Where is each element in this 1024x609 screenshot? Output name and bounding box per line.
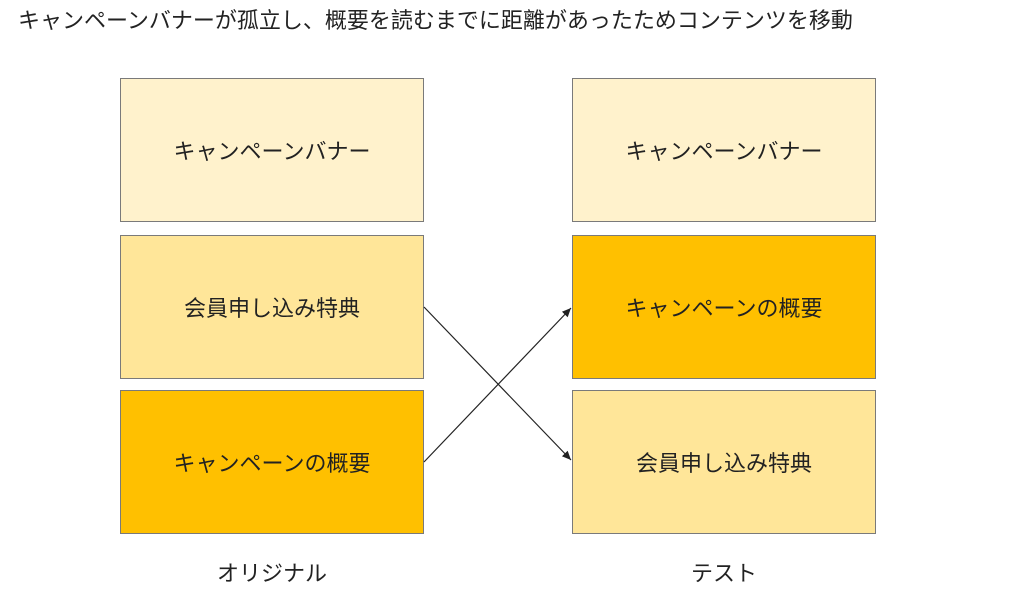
box-label: 会員申し込み特典: [183, 297, 360, 322]
original-box-campaign-banner: キャンペーンバナー: [120, 78, 424, 222]
box-label: キャンペーンバナー: [173, 140, 371, 165]
test-box-campaign-overview: キャンペーンの概要: [572, 235, 876, 379]
box-label: キャンペーンの概要: [173, 452, 371, 477]
test-box-member-benefits: 会員申し込み特典: [572, 390, 876, 534]
test-box-campaign-banner: キャンペーンバナー: [572, 78, 876, 222]
box-label: キャンペーンの概要: [625, 297, 823, 322]
arrow-overview-moved-up: [423, 307, 572, 463]
arrow-benefits-moved-down: [423, 306, 572, 461]
test-caption: テスト: [690, 562, 757, 587]
original-caption: オリジナル: [216, 562, 327, 587]
original-box-campaign-overview: キャンペーンの概要: [120, 390, 424, 534]
page-heading: キャンペーンバナーが孤立し、概要を読むまでに距離があったためコンテンツを移動: [18, 9, 853, 34]
box-label: キャンペーンバナー: [625, 140, 823, 165]
original-box-member-benefits: 会員申し込み特典: [120, 235, 424, 379]
box-label: 会員申し込み特典: [635, 452, 812, 477]
